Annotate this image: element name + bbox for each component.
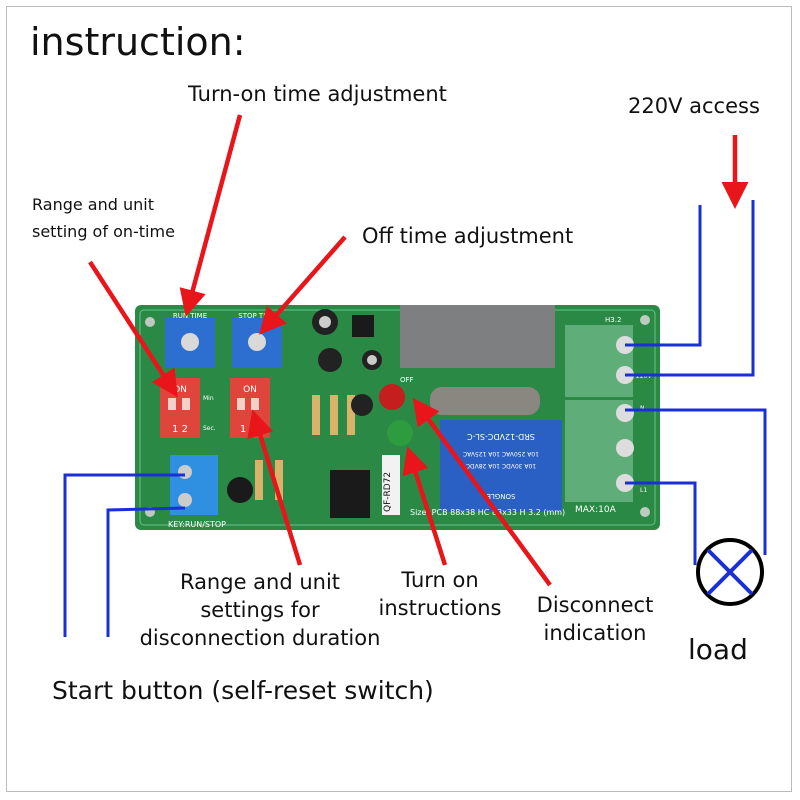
label-disconnect-1: Disconnect [536,593,654,617]
image-frame [6,6,792,792]
board-part [145,317,155,327]
label-on-range-1: Range and unit [32,195,154,214]
board-part [330,395,338,435]
start-wire-1 [63,473,185,637]
board-label: RUN TIME [173,312,207,320]
pcb-board: RUN TIME STOP TIME ON 1 2 ON 1 KEY:RUN/S… [135,305,660,530]
label-turn-on-ind-1: Turn on [401,568,479,592]
label-off-range-3: disconnection duration [139,626,381,650]
board-part [616,439,634,457]
load-wire-2 [625,481,697,565]
board-part [616,404,634,422]
board-part [178,493,192,507]
arrow-on-range [88,260,178,398]
board-part [178,465,192,479]
board-part [430,387,540,415]
board-part [255,460,263,500]
board-part [318,348,342,372]
ic-chip [330,470,370,518]
label-start-button: Start button (self-reset switch) [52,676,434,705]
label-turn-on-ind: Turn on instructions [370,566,510,622]
board-part [312,395,320,435]
board-label: MAX:10A [575,505,617,515]
label-off-range-1: Range and unit [179,570,341,594]
board-part [382,455,400,515]
off-led [379,384,405,410]
board-label: ON [243,385,257,395]
wires [63,200,767,637]
board-label: H3.2 [605,316,621,324]
start-wire-2 [106,506,186,637]
board-label: Size: PCB 88x38 HC 83x33 H 3.2 (mm) [410,508,565,517]
board-part [640,315,650,325]
board-part [275,460,283,500]
arrow-off-range [247,409,303,566]
board-label: 10A 30VDC 10A 28VDC [466,462,536,469]
arrow-turn-on-ind [402,446,448,566]
on-led [387,420,413,446]
ac-wire-1 [625,205,702,347]
board-part [706,548,754,596]
board-label: SONGLE [487,492,516,500]
label-turn-on-time: Turn-on time adjustment [188,82,447,106]
arrows [88,114,749,587]
board-part [237,398,245,410]
board-label: KEY:RUN/STOP [168,520,226,529]
load-wire-1 [625,408,767,555]
label-load: load [688,633,748,666]
board-part [319,316,331,328]
board-part [640,507,650,517]
board-part [696,538,764,606]
board-label: ON [173,385,187,395]
label-off-range: Range and unit settings for disconnectio… [120,568,400,652]
label-220v-access: 220V access [628,94,760,118]
ac-wire-2 [625,200,755,377]
board-label: 1 [240,424,246,435]
label-turn-on-ind-2: instructions [378,596,502,620]
board-label: Min [203,395,214,402]
board-part [248,333,266,351]
board-part [182,398,190,410]
lamp-icon [696,538,764,606]
arrow-off-time [259,235,347,335]
board-label: OFF [400,376,414,384]
board-label: Sec. [203,425,216,432]
page-title: instruction: [30,20,246,64]
arrow-turn-on-time [179,114,243,317]
board-part [181,333,199,351]
board-label: STOP TIME [238,312,275,320]
board-part [400,305,555,368]
board-label: QF-RD72 [383,472,393,512]
board-part [352,315,374,337]
label-off-time: Off time adjustment [362,224,574,248]
label-off-range-2: settings for [200,598,320,622]
board-part [367,355,377,365]
label-disconnect-2: indication [543,621,647,645]
board-part [139,309,656,526]
board-label: 1 2 [172,424,188,435]
board-part [251,398,259,410]
board-label: 10A 250VAC 10A 125VAC [463,450,539,457]
key-terminal-block [170,455,218,515]
board-part [227,477,253,503]
board-part [351,394,373,416]
board-part [347,395,355,435]
board-label: SRD-12VDC-SL-C [467,432,535,441]
label-on-range-2: setting of on-time [32,222,175,241]
power-terminal-block [565,325,633,397]
board-part [168,398,176,410]
label-disconnect: Disconnect indication [525,591,665,647]
arrow-disconnect [412,397,552,587]
board-label: L1 [640,487,647,494]
